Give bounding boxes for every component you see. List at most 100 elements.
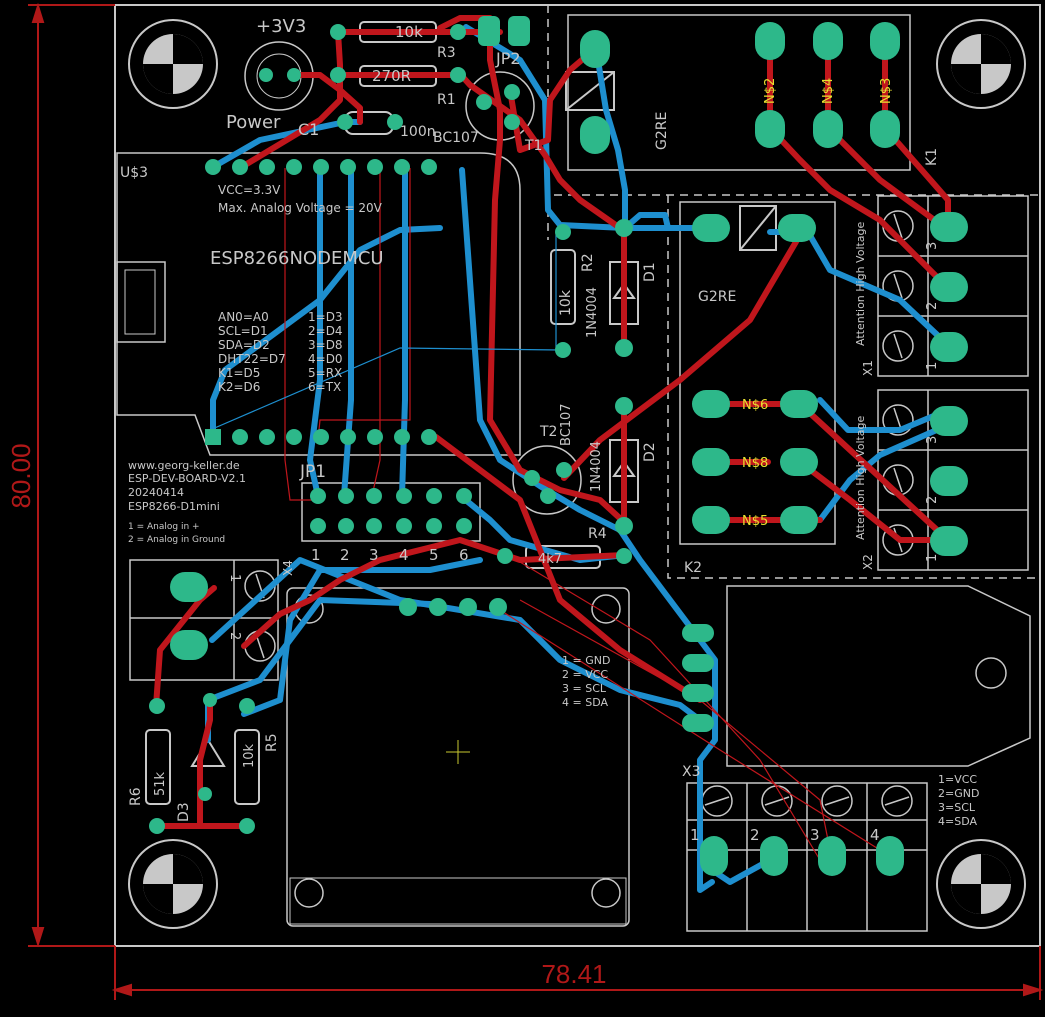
net-label-ns4: N$4: [821, 78, 836, 104]
oled-pin-3: 4 = SDA: [562, 696, 608, 709]
usb-connector-outline: [116, 261, 166, 343]
oled-pin-0: 1 = GND: [562, 654, 610, 667]
oled-pin-legend: 1 = GND 2 = VCC 3 = SCL 4 = SDA: [562, 654, 610, 709]
x2-label: X2: [861, 554, 875, 570]
r1-value: 270R: [372, 67, 411, 85]
x1-pin-1: 1: [925, 362, 940, 370]
r3-value: 10k: [395, 23, 423, 41]
k2-relay-part: G2RE: [698, 289, 736, 305]
t1-part: BC107: [433, 130, 479, 146]
t2-label: T2: [539, 424, 557, 440]
r5-label: R5: [264, 733, 280, 752]
net-label-ns2: N$2: [763, 78, 778, 104]
x1-warning: Attention High Voltage: [854, 221, 867, 346]
x2-warning: Attention High Voltage: [854, 415, 867, 540]
height-dimension-label: 80.00: [6, 443, 36, 508]
r5-body: [234, 729, 260, 805]
net-label-ns6: N$6: [742, 398, 768, 413]
pin-map-right-1: 2=D4: [308, 324, 343, 338]
d1-part: 1N4004: [585, 287, 600, 338]
r5-value: 10k: [242, 743, 257, 768]
pin-map-left-3: DHT22=D7: [218, 352, 286, 366]
mounting-hole-bottom-left: [128, 839, 218, 929]
k2-relay-outline: [679, 201, 836, 545]
x1-pin-3: 3: [925, 242, 940, 250]
board-info-1: ESP-DEV-BOARD-V2.1: [128, 472, 246, 485]
x3-legend: 1=VCC 2=GND 3=SCL 4=SDA: [938, 773, 979, 828]
mounting-hole-top-left: [128, 19, 218, 109]
board-info: www.georg-keller.de ESP-DEV-BOARD-V2.1 2…: [128, 459, 246, 545]
jp1-pin-1: 1: [311, 546, 321, 564]
oled-display-outline: [286, 587, 630, 927]
pin-map-left-1: SCL=D1: [218, 324, 268, 338]
vcc-note: VCC=3.3V: [218, 183, 281, 197]
x1-pin-2: 2: [925, 302, 940, 310]
t2-transistor-outline: [512, 445, 582, 515]
regulator-outline: [726, 585, 1031, 767]
board-info-0: www.georg-keller.de: [128, 459, 240, 472]
d2-part: 1N4004: [589, 441, 604, 492]
x3-terminal-block: [686, 782, 928, 932]
d2-label: D2: [642, 442, 658, 462]
x1-label: X1: [861, 360, 875, 376]
power-rail-label: +3V3: [256, 16, 306, 37]
jp1-pin-numbers: 1 2 3 4 5 6: [311, 546, 469, 564]
x3-pin-3: 3: [810, 826, 820, 844]
x2-pin-3: 3: [925, 436, 940, 444]
x2-pin-2: 2: [925, 496, 940, 504]
r3-label: R3: [437, 45, 456, 61]
board-outline: [114, 4, 1041, 947]
net-label-ns8: N$8: [742, 456, 768, 471]
x3-legend-2: 3=SCL: [938, 801, 976, 814]
t2-part: BC107: [559, 403, 574, 446]
x2-pin-1: 1: [925, 554, 940, 562]
r2-label: R2: [580, 253, 596, 272]
r2-value: 10k: [558, 289, 574, 316]
k2-label: K2: [684, 560, 702, 576]
board-info-3: ESP8266-D1mini: [128, 500, 220, 513]
t1-label: T1: [524, 138, 542, 154]
jp1-pin-2: 2: [340, 546, 350, 564]
x4-pin-2: 2: [227, 632, 242, 640]
mounting-hole-top-right: [936, 19, 1026, 109]
net-label-ns5: N$5: [742, 514, 768, 529]
pin-map-right-2: 3=D8: [308, 338, 343, 352]
esp-module-outline: [116, 152, 521, 456]
r6-body: [145, 729, 171, 805]
bottom-copper-traces: [205, 24, 951, 893]
dimension-horizontal: [111, 946, 1044, 1000]
pin-map-left-4: K1=D5: [218, 366, 260, 380]
jp2-label: JP2: [495, 49, 521, 68]
r4-value: 4k7: [538, 552, 562, 567]
x3-legend-0: 1=VCC: [938, 773, 977, 786]
x3-pin-1: 1: [690, 826, 700, 844]
c1-label: C1: [298, 120, 319, 139]
r1-label: R1: [437, 92, 456, 108]
jp1-pin-3: 3: [369, 546, 379, 564]
x3-label: X3: [682, 764, 701, 780]
d1-label: D1: [642, 262, 658, 282]
k1-label: K1: [924, 148, 940, 166]
d3-label: D3: [176, 802, 192, 822]
pads: [149, 16, 968, 876]
r6-value: 51k: [153, 771, 168, 796]
mounting-hole-bottom-right: [936, 839, 1026, 929]
board-info-2: 20240414: [128, 486, 184, 499]
x3-pin-2: 2: [750, 826, 760, 844]
k1-relay-part: G2RE: [654, 112, 670, 150]
pin-map-right-0: 1=D3: [308, 310, 343, 324]
jp1-pin-5: 5: [429, 546, 439, 564]
pin-map-left-2: SDA=D2: [218, 338, 270, 352]
x3-legend-1: 2=GND: [938, 787, 979, 800]
x4-pin-1: 1: [227, 574, 242, 582]
r6-label: R6: [128, 787, 144, 806]
k1-relay-outline: [567, 14, 911, 171]
jp1-pin-6: 6: [459, 546, 469, 564]
analog-legend-1: 2 = Analog in Ground: [128, 535, 225, 545]
oled-pin-2: 3 = SCL: [562, 682, 607, 695]
width-dimension-label: 78.41: [541, 959, 606, 989]
pin-map-right-5: 6=TX: [308, 380, 341, 394]
x3-pin-numbers: 1 2 3 4: [690, 826, 880, 844]
module-label: U$3: [120, 165, 148, 181]
